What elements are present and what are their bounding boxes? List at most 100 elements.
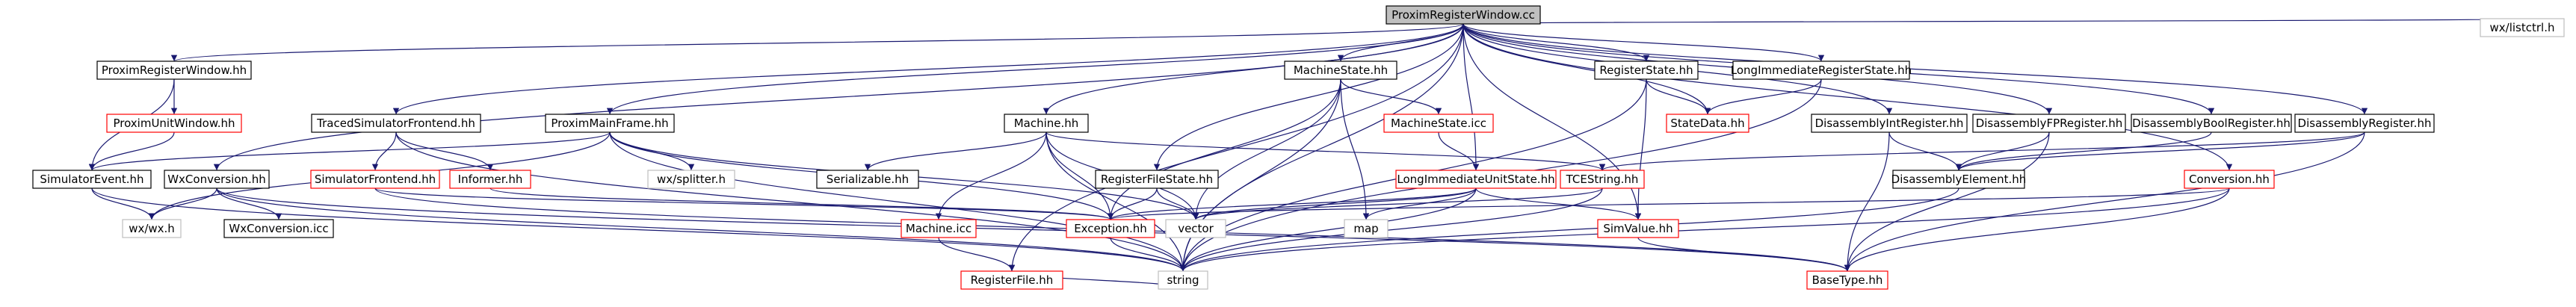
node-box-registerfile-hh	[960, 270, 1063, 290]
node-box-disassemblyfpregister-hh	[1972, 114, 2126, 133]
node-conversion-hh[interactable]: Conversion.hh	[2184, 170, 2275, 189]
edge-tracedsimulatorfrontend-hh-to-informer-hh	[395, 131, 494, 171]
edge-machinestate-hh-to-exception-hh	[1107, 78, 1341, 220]
edge-wxconversion-hh-to-string	[216, 187, 1187, 272]
edge-simulatorevent-hh-to-wx-wx-h	[91, 187, 155, 220]
edge-disassemblyfpregister-hh-to-basetype-hh	[1844, 131, 2050, 272]
node-serializable-hh[interactable]: Serializable.hh	[816, 170, 919, 189]
node-machine-hh[interactable]: Machine.hh	[1004, 114, 1089, 133]
node-simvalue-hh[interactable]: SimValue.hh	[1597, 219, 1679, 238]
node-disassemblyboolregister-hh[interactable]: DisassemblyBoolRegister.hh	[2131, 114, 2292, 133]
node-box-wxconversion-hh	[164, 170, 270, 189]
node-label-disassemblyregister-hh: DisassemblyRegister.hh	[2298, 117, 2432, 130]
edge-proximregisterwindow-cc-to-longimmediateregisterstate-hh	[1462, 23, 1825, 62]
node-disassemblyelement-hh[interactable]: DisassemblyElement.hh	[1891, 170, 2027, 189]
edge-conversion-hh-to-string	[1180, 187, 2230, 272]
node-label-tracedsimulatorfrontend-hh: TracedSimulatorFrontend.hh	[316, 117, 475, 130]
edge-longimmediateunitstate-hh-to-vector	[1192, 187, 1477, 220]
node-registerstate-hh[interactable]: RegisterState.hh	[1594, 61, 1699, 80]
node-tracedsimulatorfrontend-hh[interactable]: TracedSimulatorFrontend.hh	[311, 114, 481, 133]
node-label-wx-wx-h: wx/wx.h	[129, 222, 175, 235]
node-label-simvalue-hh: SimValue.hh	[1603, 222, 1672, 235]
node-label-proximregisterwindow-hh: ProximRegisterWindow.hh	[102, 63, 247, 77]
node-label-vector: vector	[1178, 222, 1214, 235]
node-label-tcestring-hh: TCEString.hh	[1566, 173, 1639, 186]
node-box-map	[1344, 219, 1389, 238]
node-box-exception-hh	[1066, 219, 1155, 238]
edge-longimmediateunitstate-hh-to-map	[1362, 187, 1477, 220]
edge-simulatorevent-hh-to-string	[91, 187, 1186, 272]
node-label-registerstate-hh: RegisterState.hh	[1599, 63, 1693, 77]
edge-simulatorfrontend-hh-to-exception-hh	[374, 187, 1114, 220]
node-label-simulatorevent-hh: SimulatorEvent.hh	[40, 173, 143, 186]
node-box-informer-hh	[449, 170, 531, 189]
node-string: string	[1158, 270, 1208, 290]
node-machine-icc[interactable]: Machine.icc	[901, 219, 977, 238]
edge-conversion-hh-to-exception-hh	[1108, 187, 2230, 220]
edge-proximregisterwindow-cc-to-wxconversion-hh	[213, 23, 1464, 171]
node-box-tcestring-hh	[1560, 170, 1645, 189]
edge-disassemblyintregister-hh-to-basetype-hh	[1844, 131, 1890, 272]
node-longimmediateunitstate-hh[interactable]: LongImmediateUnitState.hh	[1395, 170, 1557, 189]
node-box-longimmediateunitstate-hh	[1395, 170, 1557, 189]
node-exception-hh[interactable]: Exception.hh	[1066, 219, 1155, 238]
node-disassemblyregister-hh[interactable]: DisassemblyRegister.hh	[2294, 114, 2435, 133]
node-machinestate-hh[interactable]: MachineState.hh	[1284, 61, 1397, 80]
node-proximregisterwindow-cc[interactable]: ProximRegisterWindow.cc	[1386, 5, 1541, 25]
node-box-conversion-hh	[2184, 170, 2275, 189]
edge-tcestring-hh-to-vector	[1193, 187, 1603, 220]
node-label-proximregisterwindow-cc: ProximRegisterWindow.cc	[1392, 8, 1535, 22]
edge-registerfilestate-hh-to-vector	[1156, 187, 1199, 220]
node-proximmainframe-hh[interactable]: ProximMainFrame.hh	[545, 114, 675, 133]
node-label-disassemblyelement-hh: DisassemblyElement.hh	[1891, 173, 2027, 186]
node-proximunitwindow-hh[interactable]: ProximUnitWindow.hh	[106, 114, 242, 133]
node-box-serializable-hh	[816, 170, 919, 189]
edge-wxconversion-hh-to-wx-wx-h	[148, 187, 217, 220]
node-informer-hh[interactable]: Informer.hh	[449, 170, 531, 189]
node-label-exception-hh: Exception.hh	[1074, 222, 1147, 235]
edge-proximregisterwindow-cc-to-statedata-hh	[1462, 23, 1711, 115]
node-statedata-hh[interactable]: StateData.hh	[1666, 114, 1749, 133]
edge-tracedsimulatorfrontend-hh-to-string	[395, 131, 1187, 272]
node-box-simvalue-hh	[1597, 219, 1679, 238]
node-simulatorevent-hh[interactable]: SimulatorEvent.hh	[32, 170, 152, 189]
edge-tracedsimulatorfrontend-hh-to-simulatorfrontend-hh	[371, 131, 397, 171]
node-basetype-hh[interactable]: BaseType.hh	[1806, 270, 1888, 290]
edge-longimmediateunitstate-hh-to-exception-hh	[1107, 187, 1477, 220]
edge-simvalue-hh-to-basetype-hh	[1637, 237, 1851, 272]
edge-machine-icc-to-registerfile-hh	[938, 237, 1016, 272]
node-box-tracedsimulatorfrontend-hh	[311, 114, 481, 133]
node-box-machinestate-icc	[1383, 114, 1494, 133]
node-label-proximunitwindow-hh: ProximUnitWindow.hh	[113, 117, 235, 130]
edge-machine-hh-to-string	[1045, 131, 1187, 272]
node-disassemblyfpregister-hh[interactable]: DisassemblyFPRegister.hh	[1972, 114, 2126, 133]
node-label-disassemblyintregister-hh: DisassemblyIntRegister.hh	[1815, 117, 1964, 130]
node-box-wx-splitter-h	[647, 170, 735, 189]
node-wxconversion-hh[interactable]: WxConversion.hh	[164, 170, 270, 189]
node-proximregisterwindow-hh[interactable]: ProximRegisterWindow.hh	[96, 61, 252, 80]
node-label-map: map	[1353, 222, 1378, 235]
edge-proximregisterwindow-cc-to-proximregisterwindow-hh	[171, 23, 1464, 62]
node-registerfilestate-hh[interactable]: RegisterFileState.hh	[1095, 170, 1219, 189]
edge-longimmediateunitstate-hh-to-simvalue-hh	[1475, 187, 1642, 220]
edge-machine-hh-to-exception-hh	[1045, 131, 1114, 220]
node-longimmediateregisterstate-hh[interactable]: LongImmediateRegisterState.hh	[1731, 61, 1912, 80]
node-simulatorfrontend-hh[interactable]: SimulatorFrontend.hh	[310, 170, 440, 189]
node-label-proximmainframe-hh: ProximMainFrame.hh	[551, 117, 668, 130]
edge-machinestate-hh-to-map	[1340, 78, 1370, 220]
edge-longimmediateregisterstate-hh-to-statedata-hh	[1704, 78, 1822, 115]
node-disassemblyintregister-hh[interactable]: DisassemblyIntRegister.hh	[1811, 114, 1968, 133]
node-tcestring-hh[interactable]: TCEString.hh	[1560, 170, 1645, 189]
node-box-disassemblyintregister-hh	[1811, 114, 1968, 133]
node-label-registerfilestate-hh: RegisterFileState.hh	[1101, 173, 1213, 186]
node-box-disassemblyboolregister-hh	[2131, 114, 2292, 133]
node-wxconversion-icc[interactable]: WxConversion.icc	[223, 219, 334, 238]
node-registerfile-hh[interactable]: RegisterFile.hh	[960, 270, 1063, 290]
edge-disassemblyintregister-hh-to-disassemblyelement-hh	[1888, 131, 1962, 171]
edge-machine-hh-to-machine-icc	[935, 131, 1047, 220]
node-box-registerstate-hh	[1594, 61, 1699, 80]
node-machinestate-icc[interactable]: MachineState.icc	[1383, 114, 1494, 133]
node-box-simulatorfrontend-hh	[310, 170, 440, 189]
edge-proximregisterwindow-cc-to-disassemblyregister-hh	[1462, 23, 2368, 115]
